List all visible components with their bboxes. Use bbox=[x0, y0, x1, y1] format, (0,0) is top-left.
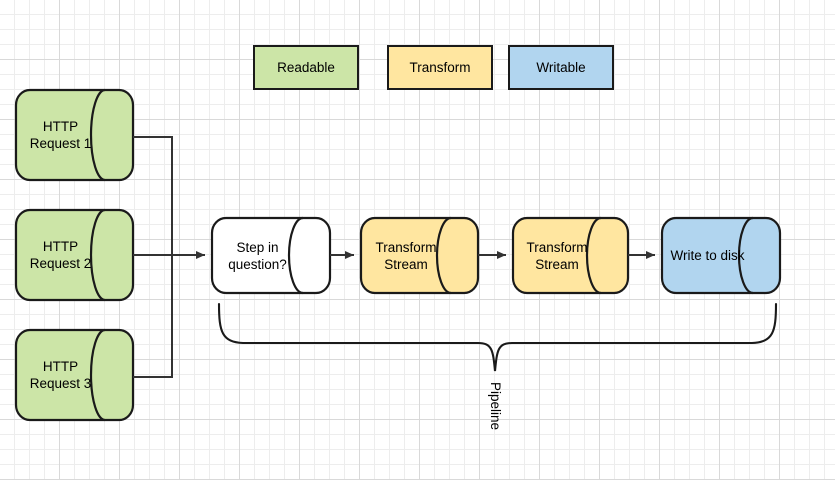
cylinder-transform-stream-1[interactable] bbox=[359, 216, 480, 295]
cylinder-http-request-2[interactable] bbox=[14, 208, 135, 302]
legend-label-writable: Writable bbox=[536, 60, 586, 75]
connector-request-1-to-pipeline bbox=[133, 136, 173, 255]
pipeline-brace-label: Pipeline bbox=[488, 382, 503, 431]
label-http-request-1: HTTP Request 1 bbox=[29, 119, 92, 151]
legend-label-readable: Readable bbox=[277, 60, 335, 75]
cylinder-write-to-disk[interactable] bbox=[660, 216, 782, 295]
connector-request-3-to-pipeline bbox=[133, 255, 173, 378]
label-http-request-3: HTTP Request 3 bbox=[29, 359, 92, 391]
cylinder-http-request-3[interactable] bbox=[14, 328, 135, 422]
label-write-to-disk: Write to disk bbox=[670, 248, 745, 263]
label-transform-stream-1: Transform Stream bbox=[375, 239, 437, 272]
label-http-request-2: HTTP Request 2 bbox=[29, 239, 92, 271]
cylinder-step-in-question[interactable] bbox=[210, 216, 332, 295]
cylinder-transform-stream-2[interactable] bbox=[511, 216, 630, 295]
label-transform-stream-2: Transform Stream bbox=[526, 239, 588, 272]
cylinder-http-request-1[interactable] bbox=[14, 88, 135, 182]
label-step-in-question: Step in question? bbox=[228, 239, 287, 272]
pipeline-brace bbox=[217, 302, 778, 372]
legend-label-transform: Transform bbox=[409, 60, 471, 75]
